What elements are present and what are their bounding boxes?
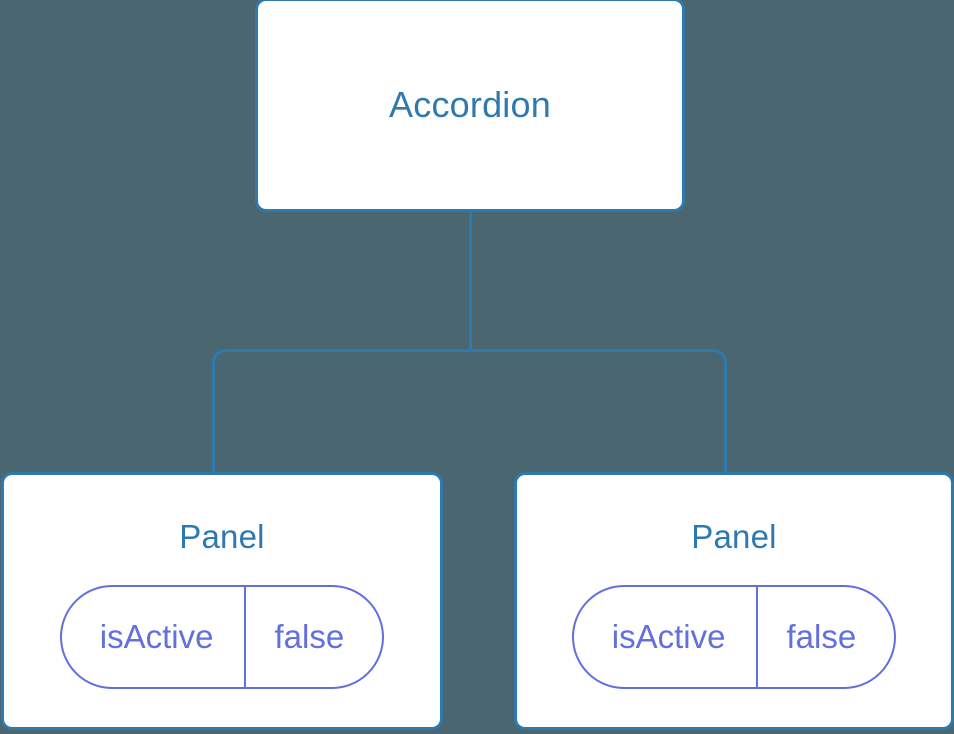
node-accordion[interactable]: Accordion xyxy=(255,0,685,212)
node-panel-1-prop-key: isActive xyxy=(574,587,759,687)
node-accordion-title: Accordion xyxy=(389,84,551,125)
node-panel-0-prop-pill[interactable]: isActive false xyxy=(59,585,385,689)
node-panel-0-title: Panel xyxy=(179,518,265,555)
node-panel-1-title: Panel xyxy=(691,518,777,555)
node-panel-0-prop-key: isActive xyxy=(62,587,247,687)
node-panel-0[interactable]: Panel isActive false xyxy=(1,472,443,730)
node-panel-1[interactable]: Panel isActive false xyxy=(514,472,954,730)
node-panel-1-prop-pill[interactable]: isActive false xyxy=(571,585,897,689)
node-panel-0-prop-value: false xyxy=(274,618,345,655)
connector-bus-left xyxy=(212,349,471,474)
connector-bus-right xyxy=(470,349,727,474)
node-panel-1-prop-value: false xyxy=(786,618,857,655)
